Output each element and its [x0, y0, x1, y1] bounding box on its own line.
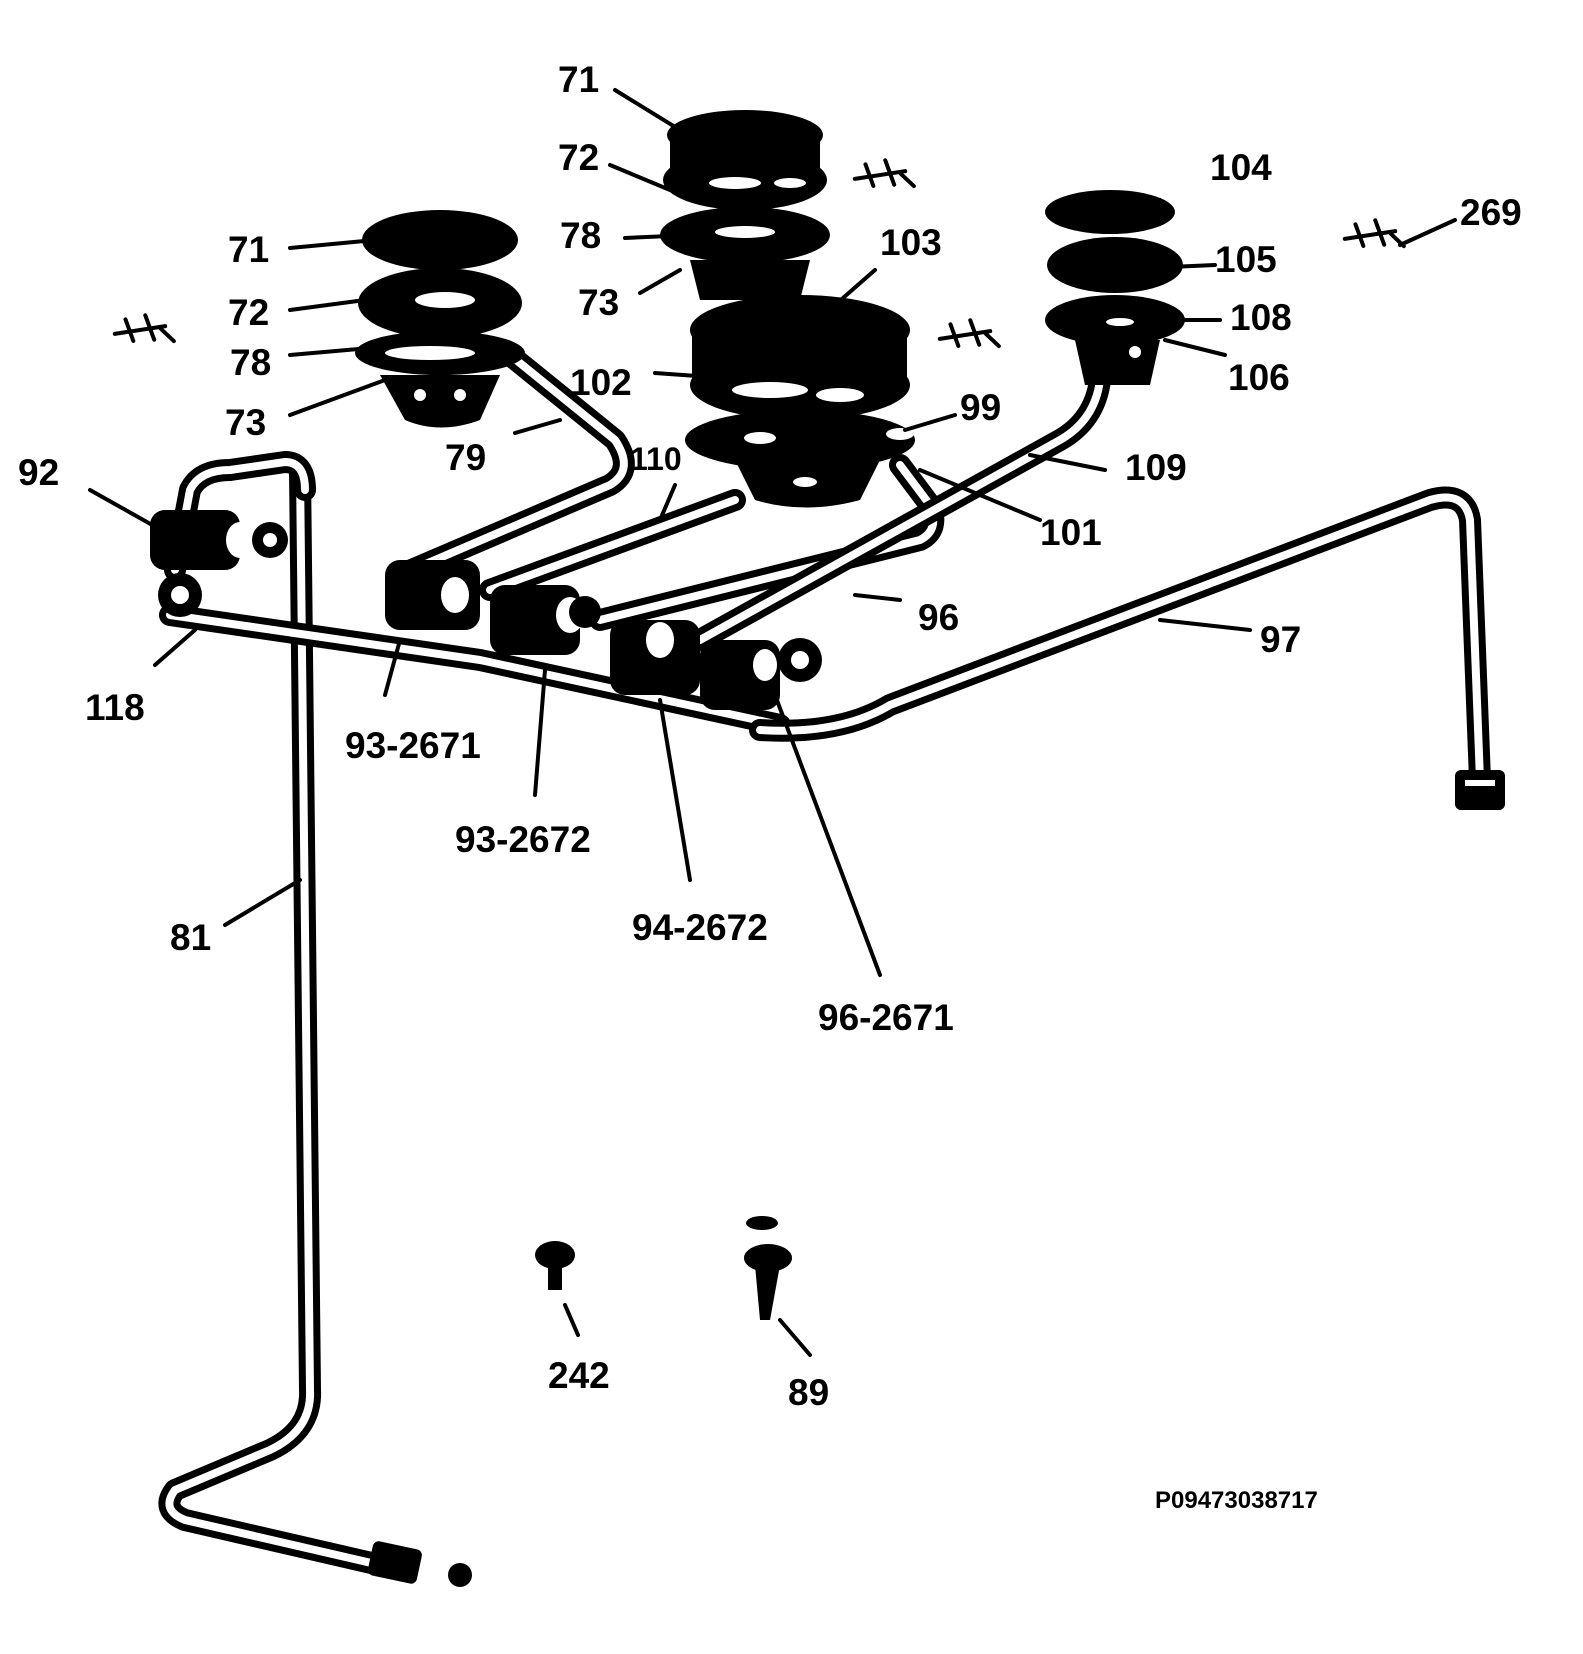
label-93-2672: 93-2672: [455, 819, 591, 860]
valve-93-2671: [385, 560, 480, 630]
label-269: 269: [1460, 192, 1522, 233]
burner-ring-99: [685, 410, 915, 470]
screw-icon-269: [1342, 218, 1406, 249]
label-104: 104: [1210, 147, 1272, 188]
leader-lines: [88, 88, 1457, 1357]
label-102: 102: [570, 362, 632, 403]
label-79: 79: [445, 437, 486, 478]
label-242: 242: [548, 1355, 610, 1396]
screw-icons: [112, 158, 1406, 349]
burner-base-73-left: [380, 375, 500, 428]
burner-cap-104: [1045, 190, 1175, 234]
manifold-valves: [150, 510, 822, 710]
burner-small-right: [1045, 190, 1185, 385]
valve-94-2672: [610, 620, 700, 695]
label-109: 109: [1125, 447, 1187, 488]
part-242: [535, 1241, 575, 1290]
connector-97-end: [1455, 770, 1505, 810]
burner-crown-102: [690, 350, 910, 420]
burner-base-106: [1075, 340, 1160, 385]
label-96: 96: [918, 597, 959, 638]
valve-96-2671: [700, 638, 822, 710]
pipe-connectors: [367, 770, 1505, 1587]
label-73-center: 73: [578, 282, 619, 323]
connector-81-end: [367, 1541, 422, 1584]
burner-base-73-center: [690, 260, 810, 300]
label-97: 97: [1260, 619, 1301, 660]
label-73-left: 73: [225, 402, 266, 443]
screw-icon-left: [112, 313, 176, 344]
screw-icon-center: [852, 158, 916, 189]
screw-icon-mid: [937, 318, 1001, 349]
label-71-left: 71: [228, 229, 269, 270]
label-99: 99: [960, 387, 1001, 428]
label-101: 101: [1040, 512, 1102, 553]
burner-large: [685, 295, 915, 508]
label-118: 118: [85, 687, 145, 728]
label-78-center: 78: [560, 215, 601, 256]
valve-92: [150, 510, 288, 617]
burner-center-top: [660, 110, 830, 300]
part-89: [744, 1216, 792, 1320]
label-81: 81: [170, 917, 211, 958]
burner-crown-105: [1047, 237, 1183, 293]
label-71-center: 71: [558, 59, 599, 100]
burner-left: [355, 210, 525, 428]
label-105: 105: [1215, 239, 1277, 280]
label-93-2671: 93-2671: [345, 725, 481, 766]
label-92: 92: [18, 452, 59, 493]
label-72-center: 72: [558, 137, 599, 178]
burner-cap-71-left: [362, 210, 518, 270]
label-89: 89: [788, 1372, 829, 1413]
label-72-left: 72: [228, 292, 269, 333]
drawing-code: P09473038717: [1155, 1487, 1318, 1514]
label-106: 106: [1228, 357, 1290, 398]
label-94-2672: 94-2672: [632, 907, 768, 948]
valve-93-2672: [490, 585, 601, 655]
pipework: [158, 344, 1491, 1576]
label-110: 110: [630, 441, 682, 477]
label-108: 108: [1230, 297, 1292, 338]
part-labels: 71 72 78 73 71 72 78 73 104 105 108 106 …: [18, 59, 1522, 1514]
label-78-left: 78: [230, 342, 271, 383]
label-103: 103: [880, 222, 942, 263]
label-96-2671: 96-2671: [818, 997, 954, 1038]
